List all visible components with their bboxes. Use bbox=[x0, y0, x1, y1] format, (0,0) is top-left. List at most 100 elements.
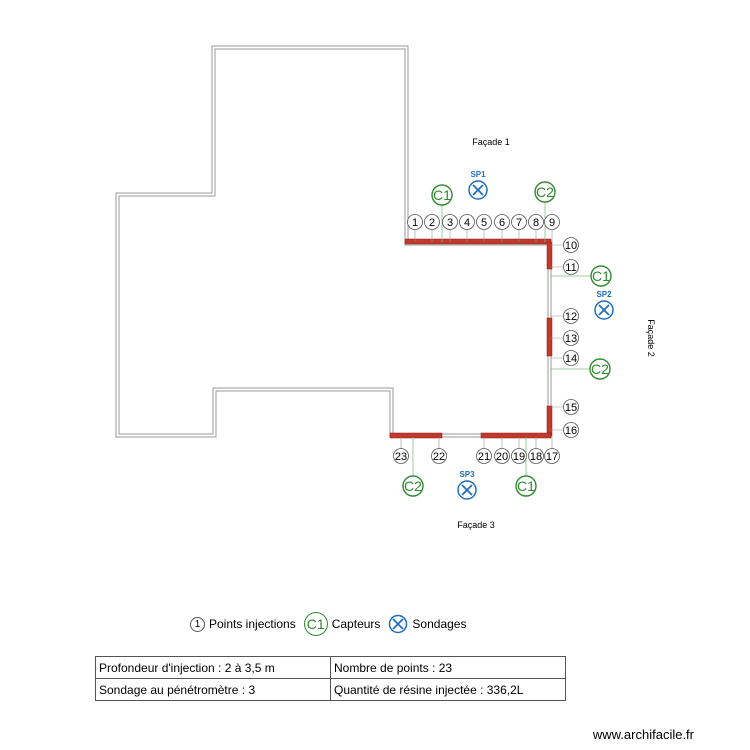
injection-point-marker: 10 bbox=[563, 237, 579, 253]
watermark: www.archifacile.fr bbox=[592, 727, 694, 742]
legend-points: 1 Points injections bbox=[190, 616, 300, 632]
sensor-marker: C2 bbox=[534, 181, 556, 203]
sensor-circle-icon bbox=[590, 265, 612, 287]
injection-point-circle-icon bbox=[544, 214, 560, 230]
injected-walls bbox=[389, 238, 553, 439]
info-row: Profondeur d'injection : 2 à 3,5 m Nombr… bbox=[95, 656, 566, 679]
injection-point-marker: 11 bbox=[563, 259, 579, 275]
sounding-cross-icon bbox=[468, 180, 488, 200]
leader-lines bbox=[400, 222, 571, 456]
injection-point-marker: 21 bbox=[476, 448, 492, 464]
injection-point-marker: 22 bbox=[431, 448, 447, 464]
sounding-marker: SP2 bbox=[594, 290, 614, 320]
injection-point-number: 17 bbox=[546, 451, 558, 463]
injection-point-marker: 5 bbox=[476, 214, 492, 230]
injection-point-number: 14 bbox=[565, 353, 577, 365]
legend: 1 Points injections C1 Capteurs Sondages bbox=[190, 612, 474, 636]
injected-wall-facade-3-left bbox=[389, 432, 443, 439]
sounding-label: SP1 bbox=[470, 170, 486, 179]
injection-point-marker: 14 bbox=[563, 350, 579, 366]
injection-point-number: 10 bbox=[565, 240, 577, 252]
sounding-cross-icon bbox=[457, 480, 477, 500]
injection-point-marker: 16 bbox=[563, 422, 579, 438]
injection-point-circle-icon bbox=[563, 330, 579, 346]
sensor-label: C2 bbox=[591, 361, 609, 377]
injection-point-number: 15 bbox=[565, 402, 577, 414]
injection-point-circle-icon bbox=[431, 448, 447, 464]
injection-depth: Profondeur d'injection : 2 à 3,5 m bbox=[95, 656, 331, 679]
sensor-label: C1 bbox=[433, 187, 451, 203]
injection-point-number: 16 bbox=[565, 425, 577, 437]
sensor-marker: C1 bbox=[431, 184, 453, 206]
injection-point-number: 18 bbox=[530, 451, 542, 463]
injection-point-circle-icon bbox=[511, 214, 527, 230]
injection-point-circle-icon bbox=[563, 350, 579, 366]
sensor-circle-icon bbox=[402, 475, 424, 497]
injected-wall-facade-3-right bbox=[480, 432, 552, 439]
injection-point-marker: 6 bbox=[494, 214, 510, 230]
sensor-circle-icon bbox=[534, 181, 556, 203]
injection-point-marker: 23 bbox=[393, 448, 409, 464]
injection-point-marker: 20 bbox=[494, 448, 510, 464]
sounding-label: SP2 bbox=[596, 290, 612, 299]
injection-point-symbol-icon: 1 bbox=[190, 616, 205, 632]
sensor-marker: C1 bbox=[590, 265, 612, 287]
injection-point-marker: 18 bbox=[528, 448, 544, 464]
sensor-label: C2 bbox=[404, 478, 422, 494]
injection-point-marker: 1 bbox=[407, 214, 423, 230]
sensor-marker: C2 bbox=[402, 475, 424, 497]
legend-soundings: Sondages bbox=[388, 614, 470, 634]
injection-point-circle-icon bbox=[563, 259, 579, 275]
sounding-cross-icon bbox=[594, 300, 614, 320]
injection-point-number: 22 bbox=[433, 451, 445, 463]
legend-soundings-label: Sondages bbox=[412, 617, 467, 631]
sensor-circle-icon bbox=[515, 475, 537, 497]
injection-point-circle-icon bbox=[424, 214, 440, 230]
injection-point-number: 3 bbox=[447, 217, 453, 229]
info-table: Profondeur d'injection : 2 à 3,5 m Nombr… bbox=[95, 656, 566, 701]
injection-point-marker: 2 bbox=[424, 214, 440, 230]
injection-point-number: 21 bbox=[478, 451, 490, 463]
injection-point-circle-icon bbox=[476, 214, 492, 230]
injection-point-circle-icon bbox=[563, 308, 579, 324]
sensor-marker: C2 bbox=[589, 358, 611, 380]
injection-point-marker: 15 bbox=[563, 399, 579, 415]
injection-point-marker: 4 bbox=[459, 214, 475, 230]
facade-1-label: Façade 1 bbox=[472, 137, 510, 147]
injection-point-circle-icon bbox=[476, 448, 492, 464]
injection-point-marker: 13 bbox=[563, 330, 579, 346]
injection-point-number: 7 bbox=[516, 217, 522, 229]
facade-3-label: Façade 3 bbox=[457, 520, 495, 530]
sounding-label: SP3 bbox=[459, 470, 475, 479]
injection-point-marker: 8 bbox=[528, 214, 544, 230]
injected-wall-facade-2-mid bbox=[546, 317, 553, 357]
injection-point-marker: 9 bbox=[544, 214, 560, 230]
sounding-symbol-icon bbox=[389, 614, 408, 634]
injection-point-circle-icon bbox=[393, 448, 409, 464]
injected-wall-facade-2-top bbox=[546, 241, 553, 270]
injection-point-number: 11 bbox=[565, 262, 576, 274]
injection-point-marker: 3 bbox=[442, 214, 458, 230]
injection-point-number: 20 bbox=[496, 451, 508, 463]
injection-point-number: 9 bbox=[549, 217, 555, 229]
injection-point-number: 19 bbox=[513, 451, 525, 463]
injection-point-number: 1 bbox=[412, 217, 418, 229]
sensor-label: C2 bbox=[536, 184, 554, 200]
injection-point-marker: 19 bbox=[511, 448, 527, 464]
injection-point-circle-icon bbox=[494, 214, 510, 230]
injection-point-circle-icon bbox=[442, 214, 458, 230]
info-row: Sondage au pénétromètre : 3 Quantité de … bbox=[95, 678, 566, 701]
injection-point-circle-icon bbox=[544, 448, 560, 464]
injection-point-circle-icon bbox=[494, 448, 510, 464]
legend-sensors-label: Capteurs bbox=[331, 617, 381, 631]
penetrometer-soundings: Sondage au pénétromètre : 3 bbox=[95, 678, 331, 701]
injection-point-circle-icon bbox=[511, 448, 527, 464]
injection-point-circle-icon bbox=[563, 422, 579, 438]
injection-point-circle-icon bbox=[459, 214, 475, 230]
legend-points-label: Points injections bbox=[209, 617, 296, 631]
sensor-label: C1 bbox=[517, 478, 535, 494]
injection-point-number: 13 bbox=[565, 333, 577, 345]
injection-point-circle-icon bbox=[528, 448, 544, 464]
